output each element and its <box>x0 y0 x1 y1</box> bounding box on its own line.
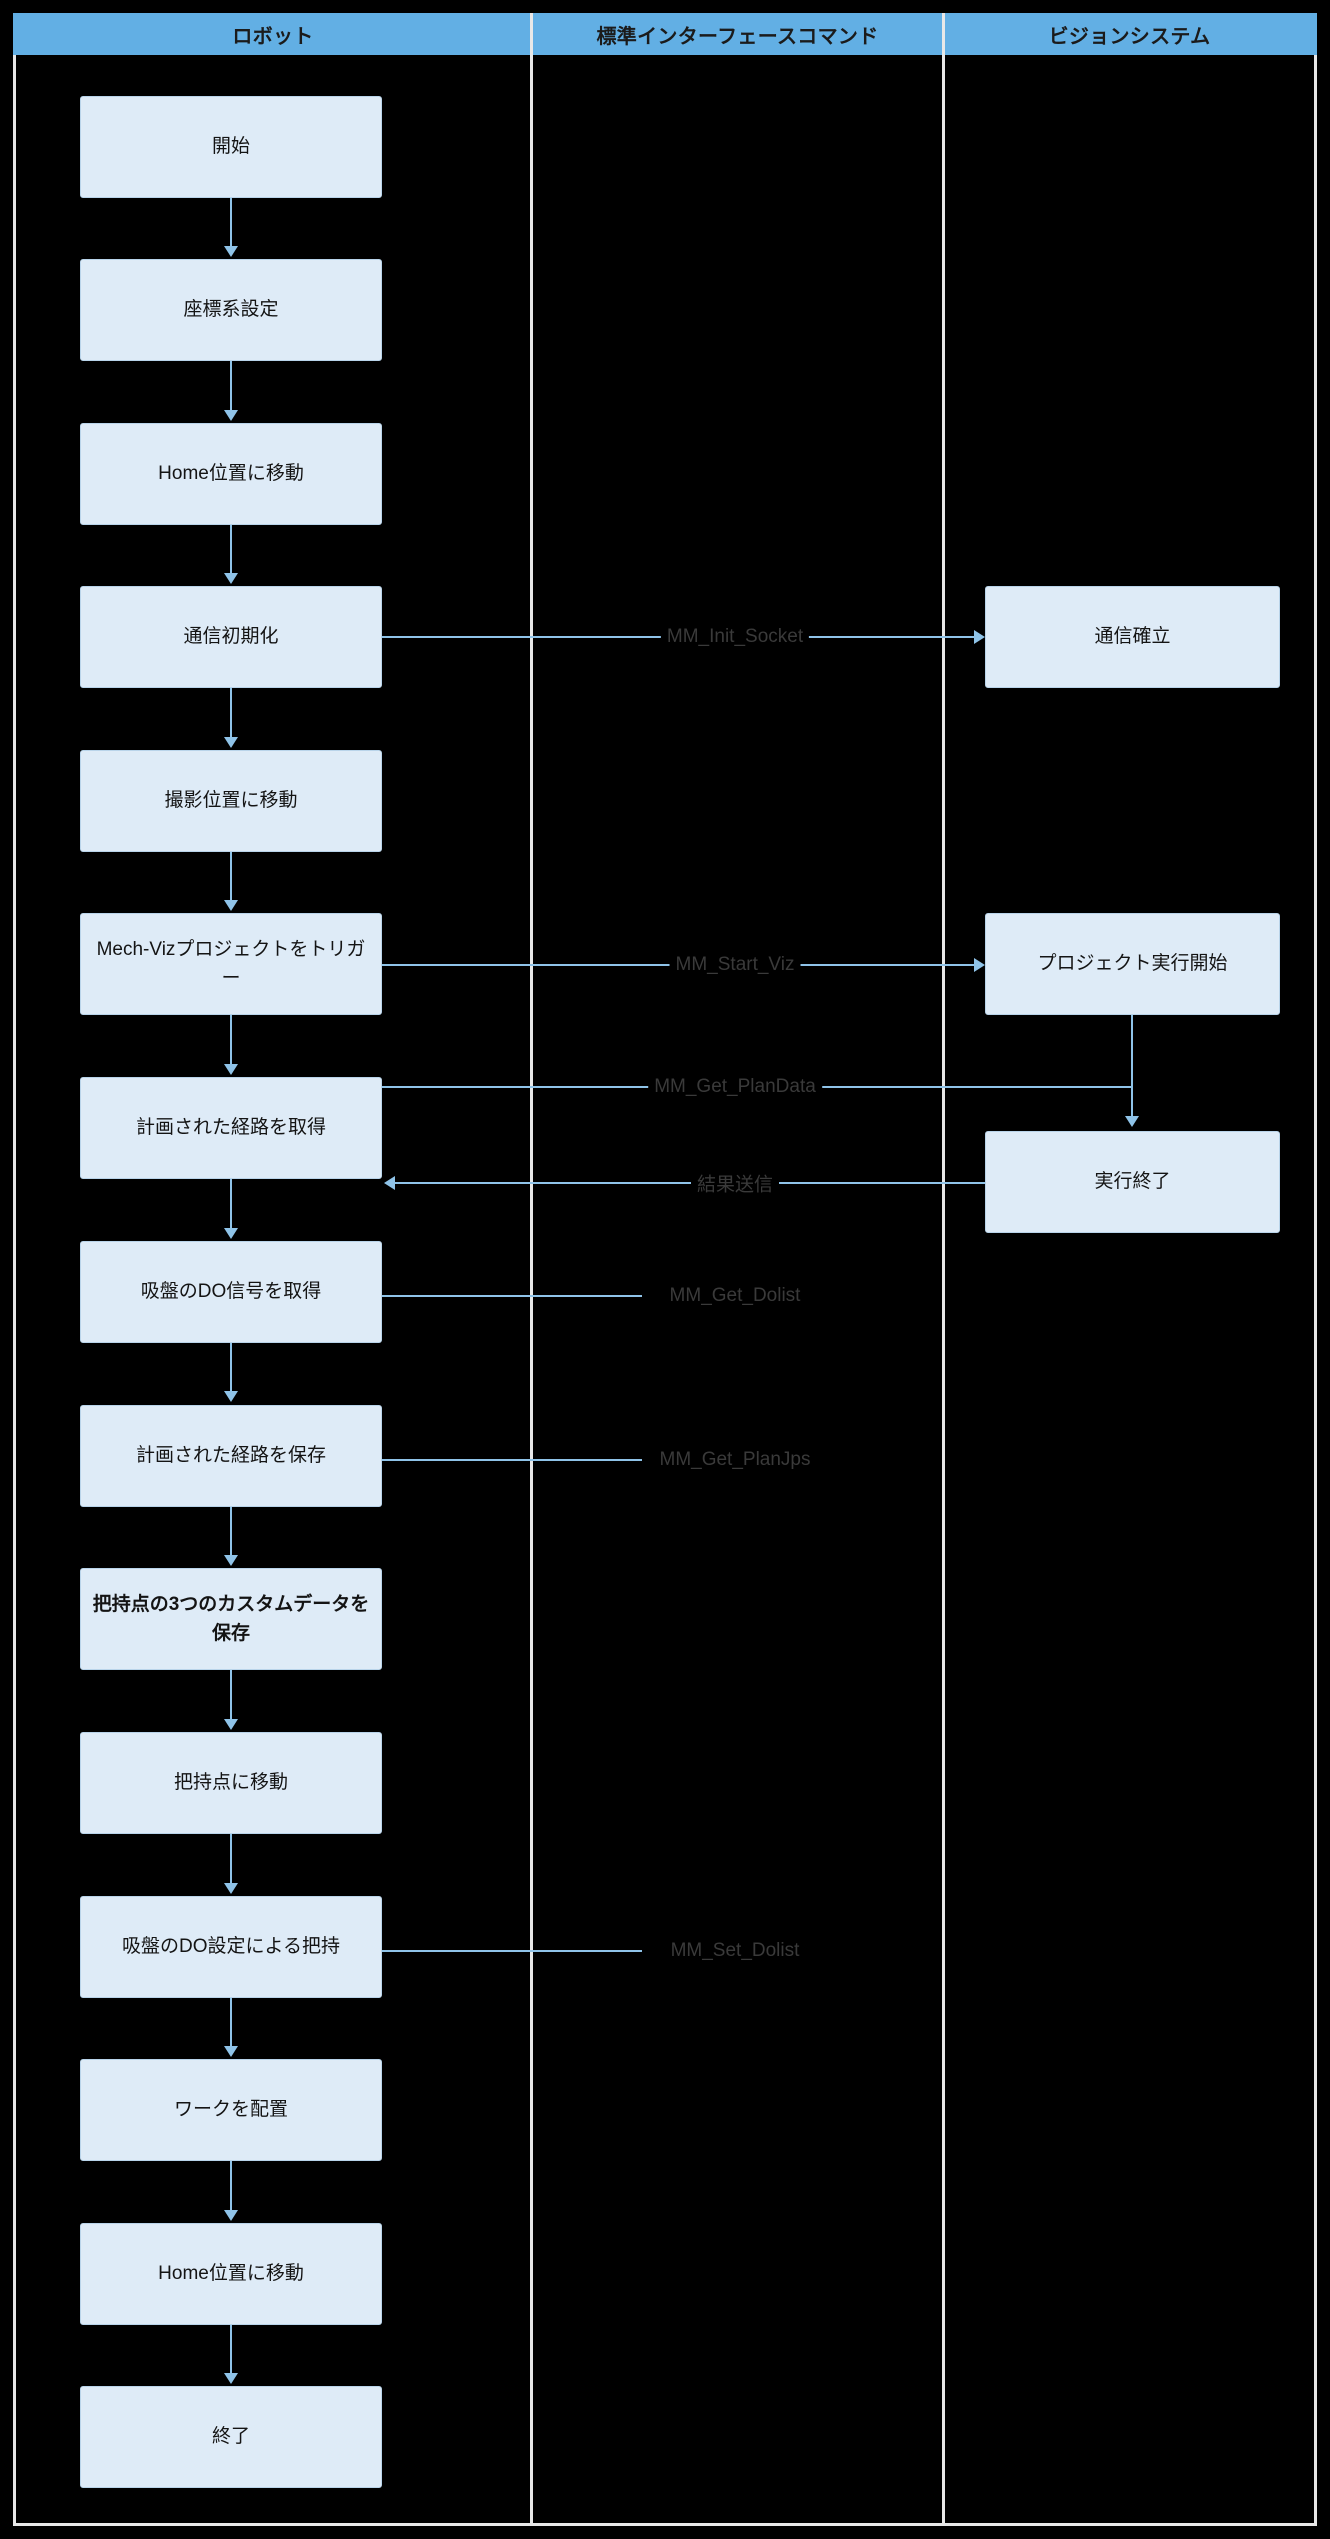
node-project-execution-start[interactable]: プロジェクト実行開始 <box>985 913 1280 1015</box>
message-label-mm-get-planjps: MM_Get_PlanJps <box>653 1449 817 1471</box>
connector-project-start-down <box>1131 1015 1133 1086</box>
connector-capture-to-trigger <box>230 852 232 902</box>
message-label-mm-get-plandata: MM_Get_PlanData <box>648 1076 822 1098</box>
arrowhead-home2-to-end <box>224 2373 238 2384</box>
connector-place-to-home2 <box>230 2161 232 2211</box>
arrowhead-start-to-coordinate <box>224 246 238 257</box>
node-get-suction-do-signal-label: 吸盤のDO信号を取得 <box>140 1281 322 1303</box>
frame-right-edge <box>1314 13 1317 2526</box>
lane-header-robot: ロボット <box>16 13 530 55</box>
node-get-suction-do-signal[interactable]: 吸盤のDO信号を取得 <box>80 1241 382 1343</box>
lane-header-vision-system: ビジョンシステム <box>945 13 1314 55</box>
node-trigger-mech-viz-project-label: Mech-Vizプロジェクトをトリガー <box>96 938 366 989</box>
node-trigger-mech-viz-project[interactable]: Mech-Vizプロジェクトをトリガー <box>80 913 382 1015</box>
arrowhead-capture-to-trigger <box>224 900 238 911</box>
node-set-coordinate-system-label: 座標系設定 <box>183 299 279 321</box>
message-line-mm-get-planjps <box>382 1459 642 1461</box>
arrowhead-coordinate-to-home1 <box>224 410 238 421</box>
node-start[interactable]: 開始 <box>80 96 382 198</box>
node-move-to-home-2[interactable]: Home位置に移動 <box>80 2223 382 2325</box>
arrowhead-pick-to-place <box>224 2046 238 2057</box>
connector-plandata-down-to-execution-finished <box>1131 1086 1133 1118</box>
node-execution-finished[interactable]: 実行終了 <box>985 1131 1280 1233</box>
arrowhead-plandata-to-execution-finished <box>1125 1116 1139 1127</box>
node-pick-with-suction-do-label: 吸盤のDO設定による把持 <box>122 1936 340 1958</box>
arrowhead-savepath-to-customdata <box>224 1555 238 1566</box>
message-label-mm-set-dolist: MM_Set_Dolist <box>664 1940 806 1962</box>
node-get-planned-path-label: 計画された経路を取得 <box>135 1117 326 1139</box>
connector-start-to-coordinate <box>230 198 232 248</box>
node-place-workpiece[interactable]: ワークを配置 <box>80 2059 382 2161</box>
lane-header-standard-interface-commands: 標準インターフェースコマンド <box>533 13 942 55</box>
connector-savepath-to-customdata <box>230 1507 232 1557</box>
node-end[interactable]: 終了 <box>80 2386 382 2488</box>
node-move-to-pick-point[interactable]: 把持点に移動 <box>80 1732 382 1834</box>
arrowhead-send-result <box>384 1176 395 1190</box>
lane-divider-1 <box>530 13 533 2526</box>
connector-home2-to-end <box>230 2325 232 2375</box>
node-end-label: 終了 <box>211 2426 250 2448</box>
node-init-communication[interactable]: 通信初期化 <box>80 586 382 688</box>
node-move-to-capture-position[interactable]: 撮影位置に移動 <box>80 750 382 852</box>
node-execution-finished-label: 実行終了 <box>1094 1171 1171 1193</box>
arrowhead-init-to-capture <box>224 737 238 748</box>
arrowhead-mm-init-socket <box>974 630 985 644</box>
arrowhead-getpath-to-getdo <box>224 1228 238 1239</box>
message-label-mm-get-dolist: MM_Get_Dolist <box>663 1285 807 1307</box>
node-move-to-pick-point-label: 把持点に移動 <box>173 1772 288 1794</box>
node-move-to-capture-position-label: 撮影位置に移動 <box>164 790 298 812</box>
arrowhead-mm-start-viz <box>974 958 985 972</box>
message-label-mm-init-socket: MM_Init_Socket <box>660 626 810 648</box>
lane-header-robot-label: ロボット <box>232 25 314 48</box>
arrowhead-trigger-to-getpath <box>224 1064 238 1075</box>
arrowhead-getdo-to-savepath <box>224 1391 238 1402</box>
message-line-mm-set-dolist <box>382 1950 642 1952</box>
arrowhead-pickpoint-to-pick <box>224 1883 238 1894</box>
node-set-coordinate-system[interactable]: 座標系設定 <box>80 259 382 361</box>
message-label-send-result: 結果送信 <box>690 1169 780 1197</box>
node-communication-established-label: 通信確立 <box>1094 626 1171 648</box>
connector-pick-to-place <box>230 1998 232 2048</box>
node-start-label: 開始 <box>211 136 250 158</box>
connector-getdo-to-savepath <box>230 1343 232 1393</box>
node-save-planned-path-label: 計画された経路を保存 <box>135 1445 326 1467</box>
frame-left-edge <box>13 13 16 2526</box>
node-project-execution-start-label: プロジェクト実行開始 <box>1037 953 1228 975</box>
connector-coordinate-to-home1 <box>230 361 232 411</box>
message-label-mm-start-viz: MM_Start_Viz <box>669 954 801 976</box>
arrowhead-place-to-home2 <box>224 2210 238 2221</box>
connector-customdata-to-pickpoint <box>230 1670 232 1720</box>
connector-init-to-capture <box>230 688 232 738</box>
connector-pickpoint-to-pick <box>230 1834 232 1884</box>
node-get-planned-path[interactable]: 計画された経路を取得 <box>80 1077 382 1179</box>
connector-getpath-to-getdo <box>230 1179 232 1229</box>
node-place-workpiece-label: ワークを配置 <box>173 2099 288 2121</box>
arrowhead-customdata-to-pickpoint <box>224 1719 238 1730</box>
message-line-send-result <box>394 1182 985 1184</box>
message-line-mm-get-dolist <box>382 1295 642 1297</box>
node-communication-established[interactable]: 通信確立 <box>985 586 1280 688</box>
lane-header-vision-system-label: ビジョンシステム <box>1048 25 1211 48</box>
frame-bottom-edge <box>13 2523 1317 2526</box>
lane-divider-2 <box>942 13 945 2526</box>
node-init-communication-label: 通信初期化 <box>183 626 279 648</box>
lane-header-standard-interface-commands-label: 標準インターフェースコマンド <box>596 25 879 48</box>
node-pick-with-suction-do[interactable]: 吸盤のDO設定による把持 <box>80 1896 382 1998</box>
connector-trigger-to-getpath <box>230 1015 232 1065</box>
node-save-planned-path[interactable]: 計画された経路を保存 <box>80 1405 382 1507</box>
node-move-to-home-1-label: Home位置に移動 <box>158 463 304 485</box>
node-save-three-custom-data[interactable]: 把持点の3つのカスタムデータを保存 <box>80 1568 382 1670</box>
node-move-to-home-1[interactable]: Home位置に移動 <box>80 423 382 525</box>
lane-header-band <box>13 13 1317 55</box>
node-save-three-custom-data-label: 把持点の3つのカスタムデータを保存 <box>92 1593 370 1644</box>
node-move-to-home-2-label: Home位置に移動 <box>158 2263 304 2285</box>
arrowhead-home1-to-init <box>224 573 238 584</box>
connector-home1-to-init <box>230 525 232 575</box>
